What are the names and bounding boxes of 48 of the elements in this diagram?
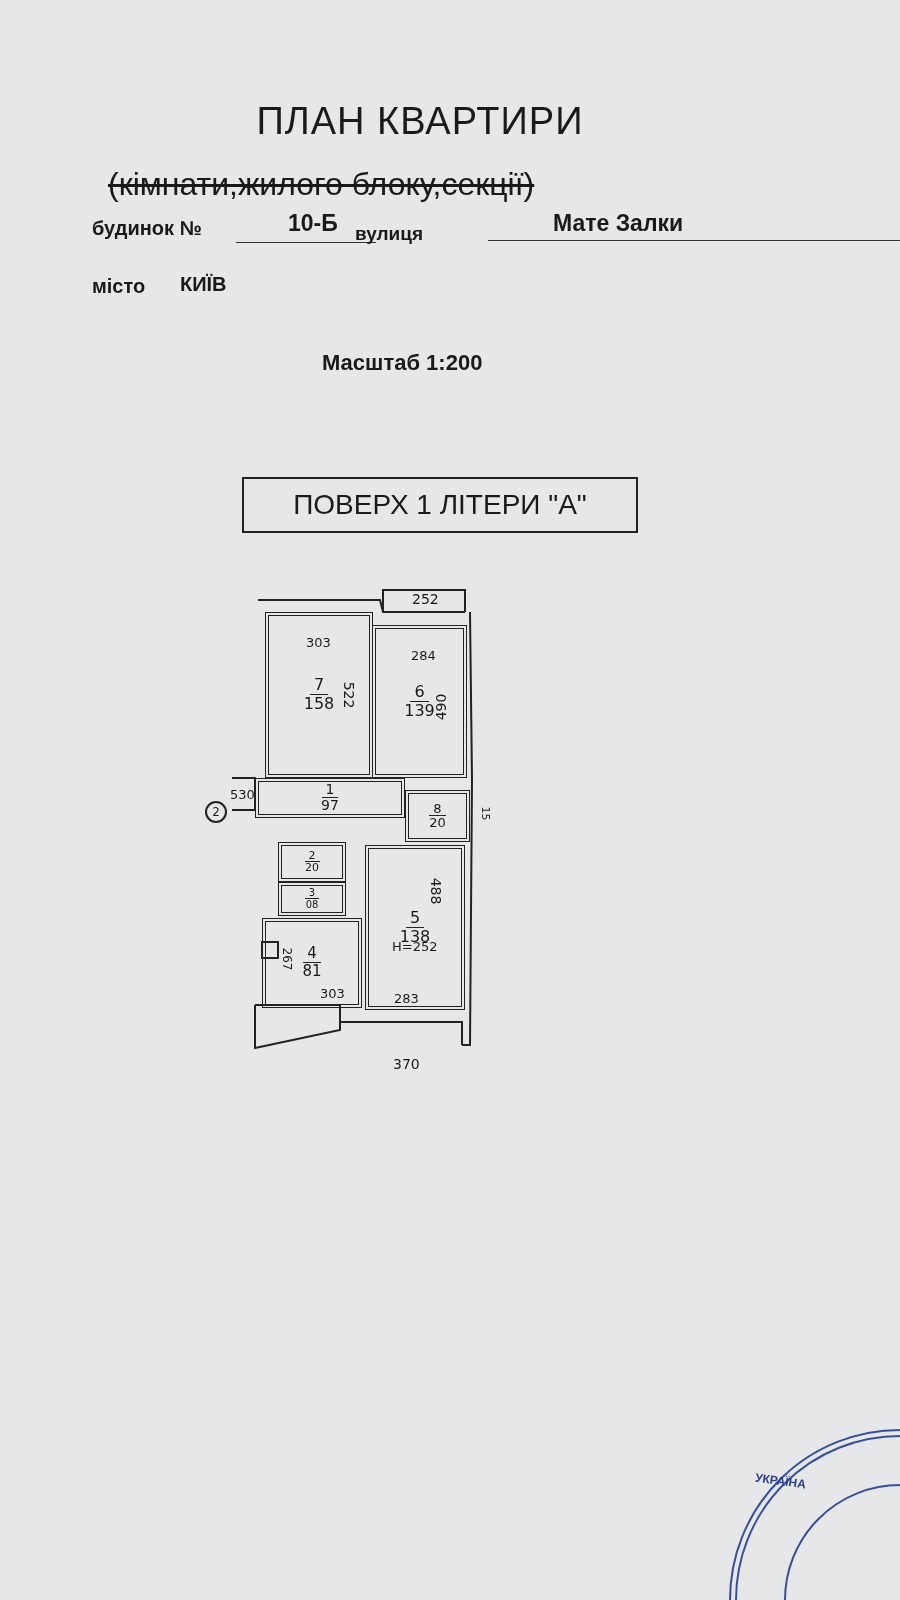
struck-out-subtitle: (кімнати,жилого блоку,секції) (108, 168, 535, 200)
field-value: Мате Залки (553, 212, 684, 235)
room-number: 8 (429, 801, 446, 817)
dimension-label: 284 (411, 649, 436, 662)
room-area: 20 (429, 816, 446, 831)
floor-heading: ПОВЕРХ 1 ЛІТЕРИ "А" (293, 489, 587, 521)
dimension-label: 267 (281, 947, 294, 971)
room-number: 5 (405, 909, 425, 928)
callout-number: 2 (205, 801, 227, 823)
dimension-label: 15 (479, 806, 491, 821)
field-label: вулиця (355, 224, 424, 243)
dimension-label: 490 (434, 693, 449, 721)
dimension-label: 530 (230, 788, 255, 801)
room-area: 139 (404, 701, 435, 720)
room-number: 2 (304, 849, 320, 863)
room-number: 3 (304, 887, 320, 900)
room-area: 20 (305, 862, 319, 875)
room (265, 612, 373, 778)
floor-heading-box (242, 477, 638, 533)
stamp-text: УКРАЇНА (754, 1471, 807, 1491)
field-label: будинок № (92, 218, 202, 238)
field-label: місто (92, 276, 146, 296)
room (255, 778, 405, 818)
room-area: 97 (321, 798, 339, 814)
dimension-label: 283 (394, 992, 419, 1005)
dimension-label: 252 (412, 592, 439, 606)
dimension-label: 488 (429, 877, 444, 905)
dimension-label: 303 (320, 987, 345, 1000)
room-number: 7 (309, 677, 329, 696)
scale-note: Масштаб 1:200 (322, 352, 483, 374)
field-value: КИЇВ (180, 274, 227, 294)
room (262, 918, 362, 1008)
room-area: 08 (305, 899, 319, 911)
title: ПЛАН КВАРТИРИ (255, 100, 585, 143)
room (372, 625, 467, 778)
room (405, 790, 470, 842)
room (278, 882, 346, 916)
dimension-label: 522 (342, 681, 357, 709)
room (365, 845, 465, 1010)
room-number: 1 (321, 782, 339, 799)
dimension-label: 370 (393, 1057, 420, 1071)
field-value: 10-Б (288, 212, 338, 235)
room-area: 81 (302, 963, 322, 980)
room-area: 158 (303, 695, 335, 713)
room-number: 4 (303, 946, 321, 964)
dimension-label: 303 (306, 636, 331, 649)
room (278, 842, 346, 882)
room-number: 6 (410, 683, 429, 702)
